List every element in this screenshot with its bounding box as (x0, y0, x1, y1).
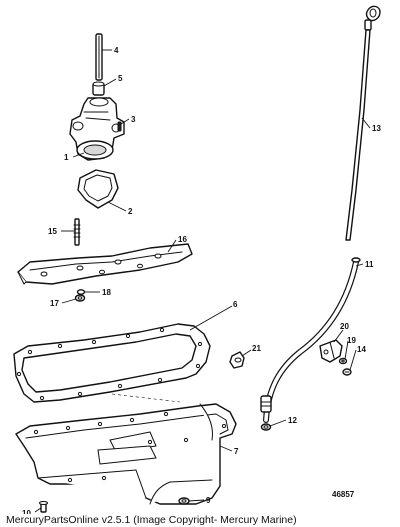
part-3-pin[interactable] (117, 121, 122, 132)
callout-6: 6 (233, 300, 238, 309)
callout-2: 2 (128, 207, 133, 216)
part-13-dipstick[interactable] (345, 5, 381, 241)
callout-9: 9 (206, 496, 211, 505)
part-11-dipstick-tube[interactable] (260, 257, 361, 423)
callout-4: 4 (114, 46, 119, 55)
part-18-washer[interactable] (76, 289, 86, 295)
copyright-footer: MercuryPartsOnline v2.5.1 (Image Copyrig… (4, 514, 299, 526)
part-2-pump-gasket[interactable] (77, 169, 119, 209)
callout-19: 19 (347, 336, 356, 345)
part-9-drain-plug[interactable] (178, 497, 190, 505)
part-5-shaft-collar[interactable] (92, 81, 105, 96)
callout-21: 21 (252, 344, 261, 353)
part-4-pump-shaft[interactable] (95, 33, 103, 81)
hidden-line (111, 393, 181, 403)
callout-1: 1 (64, 153, 69, 162)
callout-14: 14 (357, 345, 366, 354)
part-16-windage-tray[interactable] (17, 243, 193, 285)
callout-labels: 4 5 3 1 2 15 16 17 18 6 21 7 9 10 11 12 … (22, 46, 381, 518)
callout-7: 7 (234, 447, 239, 456)
part-10-bolt[interactable] (39, 501, 48, 513)
part-6-oil-pan-gasket[interactable] (13, 323, 211, 403)
part-14-screw[interactable] (342, 368, 352, 376)
callout-11: 11 (365, 260, 374, 269)
part-7-oil-pan[interactable] (15, 403, 237, 505)
callout-5: 5 (118, 74, 123, 83)
part-1-oil-pump[interactable] (69, 97, 125, 161)
part-21-plug[interactable] (229, 351, 245, 369)
callout-13: 13 (372, 124, 381, 133)
callout-16: 16 (178, 235, 187, 244)
part-17-nut[interactable] (74, 294, 86, 302)
callout-15: 15 (48, 227, 57, 236)
callout-12: 12 (288, 416, 297, 425)
leader-lines (34, 49, 371, 513)
callout-18: 18 (102, 288, 111, 297)
diagram-id: 46857 (332, 490, 355, 499)
part-19-washer[interactable] (338, 357, 348, 365)
callout-3: 3 (131, 115, 136, 124)
callout-10: 10 (22, 509, 31, 518)
part-12-seal[interactable] (260, 423, 272, 431)
callout-20: 20 (340, 322, 349, 331)
part-20-bracket[interactable] (319, 339, 343, 363)
callout-17: 17 (50, 299, 59, 308)
part-15-stud[interactable] (73, 218, 81, 246)
